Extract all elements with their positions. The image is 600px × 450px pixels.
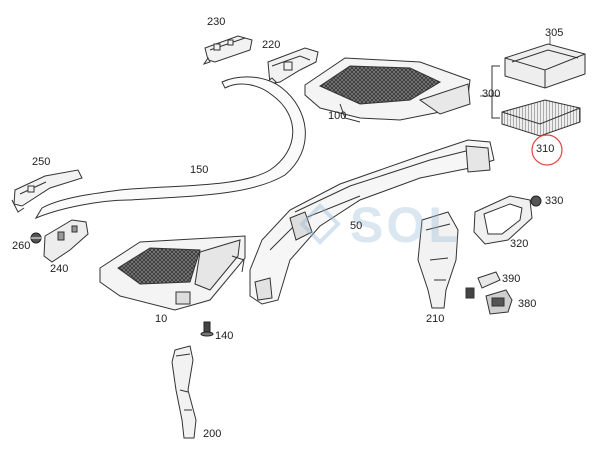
callout-320: 320	[510, 238, 529, 250]
part-10-shape	[99, 235, 246, 311]
callout-300: 300	[482, 88, 501, 100]
part-380-shape	[485, 289, 513, 315]
callout-305: 305	[545, 27, 564, 39]
part-330-shape	[530, 195, 542, 207]
part-300-bracket	[491, 65, 500, 119]
part-210-shape	[417, 211, 459, 309]
callout-250: 250	[32, 156, 51, 168]
callout-390: 390	[502, 273, 521, 285]
callout-50: 50	[350, 220, 363, 232]
part-50-shape	[249, 139, 495, 305]
part-230-shape	[202, 35, 253, 65]
part-240-shape	[43, 219, 89, 263]
leader-lines	[480, 36, 551, 97]
callout-140: 140	[215, 330, 234, 342]
callout-220: 220	[262, 39, 281, 51]
callout-210: 210	[426, 313, 445, 325]
callout-150: 150	[190, 164, 209, 176]
part-390-shape	[465, 271, 501, 299]
part-200-shape	[171, 345, 197, 439]
callout-230: 230	[207, 16, 226, 28]
part-305-shape	[504, 43, 586, 89]
part-150-shape	[34, 76, 306, 220]
part-140-shape	[200, 321, 214, 337]
part-100-shape	[304, 57, 471, 123]
part-310-shape	[501, 99, 581, 137]
watermark-text: SOL	[350, 197, 462, 253]
callout-100: 100	[328, 110, 347, 122]
callout-260: 260	[12, 240, 31, 252]
callout-240: 240	[50, 263, 69, 275]
callout-10: 10	[155, 313, 168, 325]
highlight-ring-310	[531, 134, 563, 166]
part-250-shape	[11, 169, 83, 213]
watermark-logo-icon	[299, 203, 341, 245]
part-260-shape	[30, 232, 42, 244]
callout-310: 310	[536, 143, 555, 155]
callout-200: 200	[203, 428, 222, 440]
callout-330: 330	[545, 195, 564, 207]
part-320-shape	[473, 195, 533, 245]
callout-380: 380	[518, 298, 537, 310]
